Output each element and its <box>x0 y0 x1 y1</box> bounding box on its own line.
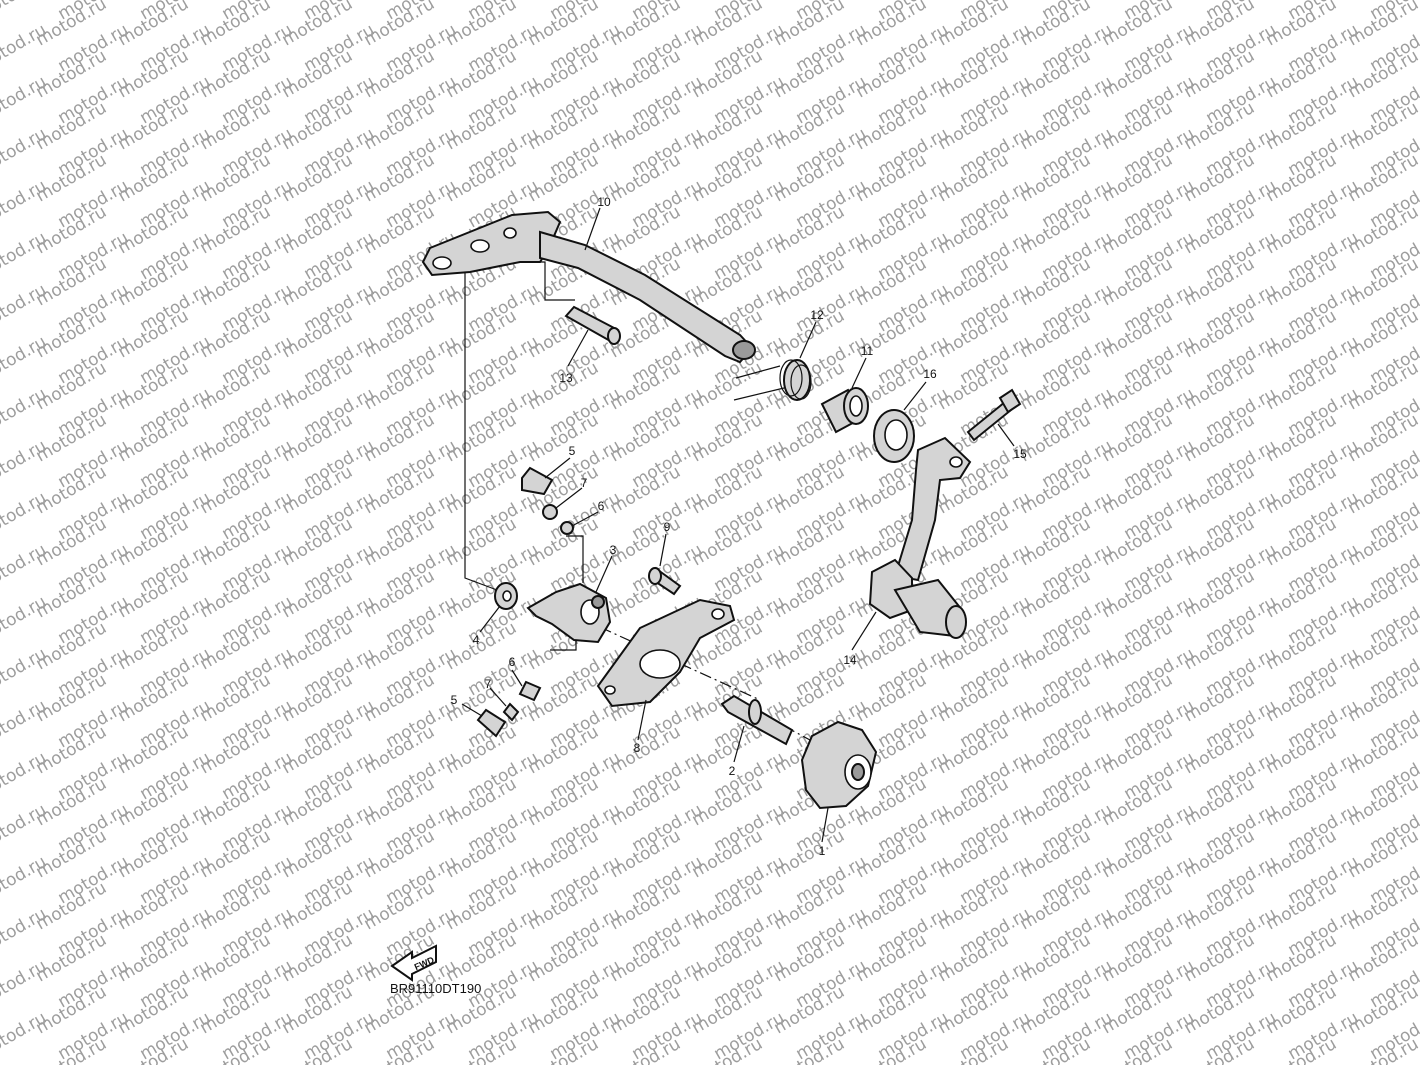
screw-part <box>648 567 682 596</box>
callout-13: 13 <box>559 371 573 385</box>
segment-part <box>800 720 878 810</box>
shift-arm-part <box>526 582 612 644</box>
callout-15: 15 <box>1013 447 1027 461</box>
watermark-text: motod.ru <box>0 0 50 24</box>
callout-6-upper: 6 <box>598 499 605 513</box>
pin-part <box>564 305 621 345</box>
diagram-code: BR91110DT190 <box>390 981 481 996</box>
bolt-part <box>966 388 1022 442</box>
guide-plate-part <box>596 598 736 708</box>
callout-5-lower: 5 <box>451 693 458 707</box>
oil-seal-part <box>873 409 915 463</box>
callout-10: 10 <box>597 195 611 209</box>
shift-pedal-part <box>868 436 972 639</box>
callout-7-lower: 7 <box>485 677 492 691</box>
callout-14: 14 <box>843 653 857 667</box>
callout-5-upper: 5 <box>569 444 576 458</box>
stopper-lower-part <box>476 708 507 738</box>
callout-12: 12 <box>810 308 824 322</box>
shift-shaft-part <box>421 210 756 364</box>
callout-8: 8 <box>634 741 641 755</box>
callout-11: 11 <box>861 344 874 358</box>
callout-leaders <box>461 207 1015 843</box>
callout-16: 16 <box>923 367 937 381</box>
bushing-part <box>820 387 869 434</box>
shaft-pin-part <box>720 694 794 746</box>
torsion-spring-part <box>733 359 812 401</box>
callout-9: 9 <box>664 520 671 534</box>
callout-7-upper: 7 <box>581 476 588 490</box>
washer-part <box>494 582 518 610</box>
spring-upper-part <box>560 521 574 535</box>
callout-numbers: 10 12 11 16 15 13 5 7 6 3 9 4 14 6 7 5 8… <box>451 195 1027 858</box>
callout-4: 4 <box>473 633 480 647</box>
spring-lower-part <box>518 680 542 702</box>
callout-6-lower: 6 <box>509 655 516 669</box>
callout-3: 3 <box>610 543 617 557</box>
collar-lower-part <box>502 702 520 722</box>
callout-2: 2 <box>729 764 736 778</box>
collar-upper-part <box>542 504 558 520</box>
stopper-upper-part <box>521 466 554 496</box>
callout-1: 1 <box>819 844 826 858</box>
